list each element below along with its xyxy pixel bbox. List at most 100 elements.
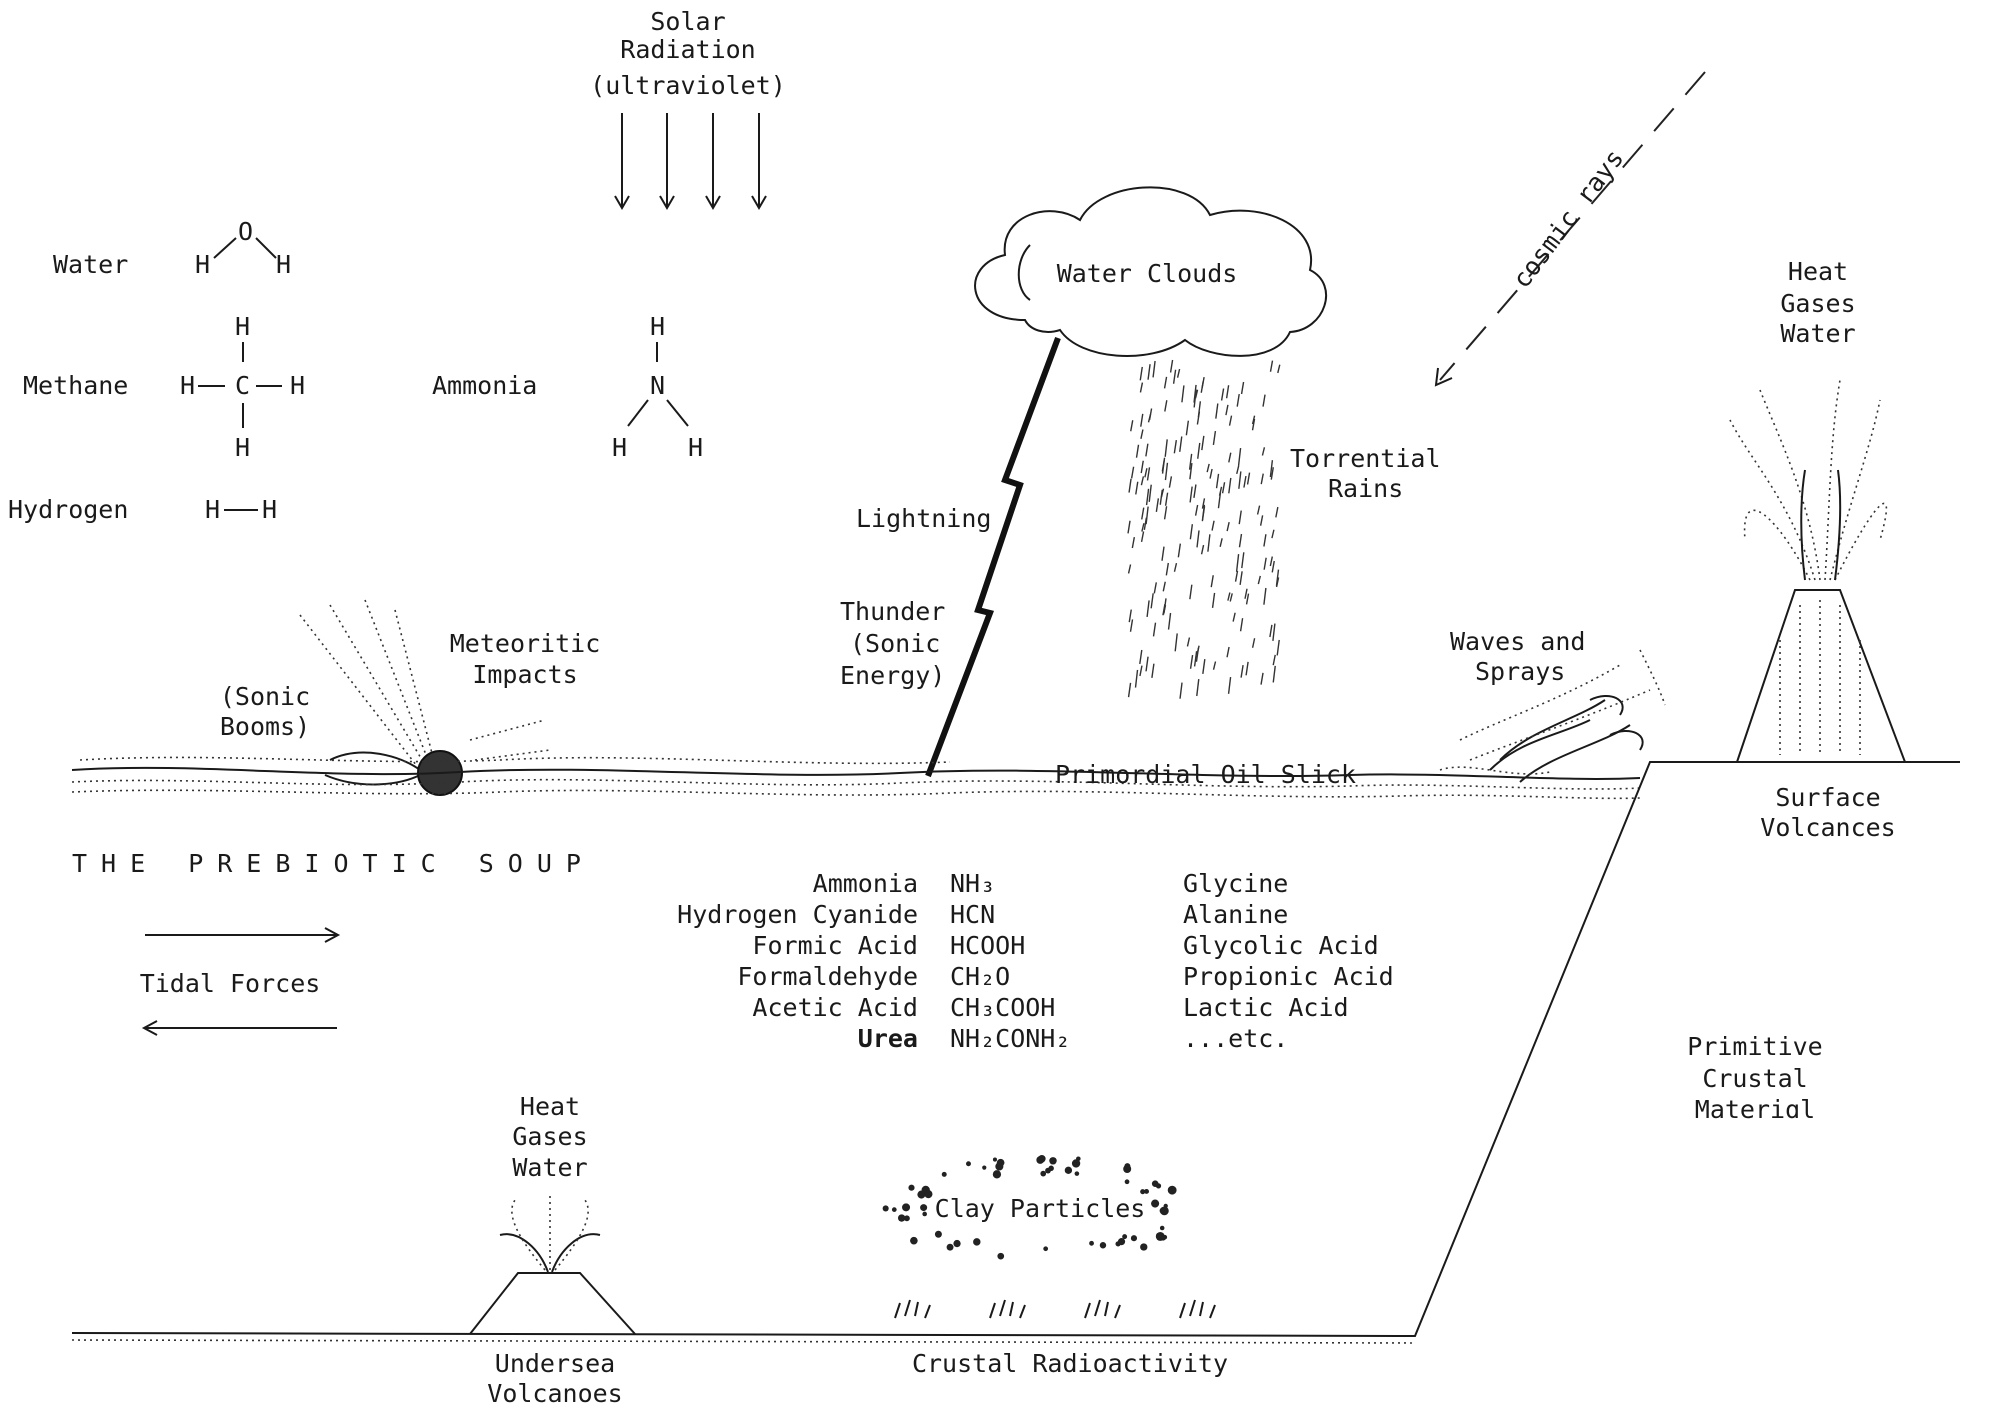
soup-title: THE PREBIOTIC SOUP xyxy=(72,849,595,878)
product-item: Alanine xyxy=(1183,900,1288,929)
undersea-plume-icon xyxy=(499,1195,601,1273)
crust-line-2: Crustal xyxy=(1702,1064,1807,1093)
rain-icon xyxy=(1127,359,1281,699)
rains-line-1: Torrential xyxy=(1290,444,1441,473)
compound-formula: NH₂CONH₂ xyxy=(950,1024,1070,1053)
undersea-emission-line-3: Water xyxy=(512,1153,587,1182)
tidal-arrows-icon xyxy=(141,927,341,1036)
compound-name: Ammonia xyxy=(813,869,918,898)
product-item: Glycine xyxy=(1183,869,1288,898)
ammonia-structure: H N H H xyxy=(612,312,703,462)
compound-names: Ammonia Hydrogen Cyanide Formic Acid For… xyxy=(677,869,918,1053)
meteor-area: Meteoritic Impacts (Sonic Booms) xyxy=(220,599,601,796)
water-label: Water xyxy=(53,250,128,279)
meteoritic-line-1: Meteoritic xyxy=(450,629,601,658)
hydrogen-structure: H H xyxy=(205,495,277,524)
crust-line-3: Materiɑl xyxy=(1695,1095,1815,1124)
clay-particles-icon xyxy=(882,1154,1177,1260)
solar-line-2: Radiation xyxy=(620,35,755,64)
methane-structure: H H C H H xyxy=(180,312,305,462)
clay-area: Clay Particles Crustal Radioactivity xyxy=(882,1154,1228,1378)
surface-volcanoes-line-2: Volcances xyxy=(1760,813,1895,842)
compound-name: Formic Acid xyxy=(752,931,918,960)
methane-label: Methane xyxy=(23,371,128,400)
surface-emission-line-3: Water xyxy=(1780,319,1855,348)
crustal-radioactivity-label: Crustal Radioactivity xyxy=(912,1349,1228,1378)
undersea-emission-line-2: Gases xyxy=(512,1122,587,1151)
solar-line-1: Solar xyxy=(650,7,725,36)
sonic-booms-line-1: (Sonic xyxy=(220,682,310,711)
surface-volcano: Heat Gases Water Surface Volcances xyxy=(1729,257,1907,842)
product-item: Glycolic Acid xyxy=(1183,931,1379,960)
thunder-line-1: Thunder xyxy=(840,597,945,626)
thunder-line-2: (Sonic xyxy=(850,629,940,658)
product-item: ...etc. xyxy=(1183,1024,1288,1053)
undersea-emission-line-1: Heat xyxy=(520,1092,580,1121)
svg-text:H: H xyxy=(276,250,291,279)
undersea-volcano: Heat Gases Water Undersea Volcanoes xyxy=(469,1092,636,1408)
svg-text:C: C xyxy=(235,371,250,400)
svg-text:H: H xyxy=(180,371,195,400)
compound-name: Urea xyxy=(858,1024,918,1053)
lightning-label: Lightning xyxy=(856,504,991,533)
svg-text:N: N xyxy=(650,371,665,400)
solar-radiation: Solar Radiation (ultraviolet) xyxy=(590,7,786,210)
surface-emission-line-2: Gases xyxy=(1780,289,1855,318)
sea-surface: Primordial Oil Slick xyxy=(71,756,1641,800)
molecules: Water H O H Methane H H C H H Ammonia H … xyxy=(8,217,703,524)
waves-area: Waves and Sprays xyxy=(1439,627,1666,783)
svg-text:H: H xyxy=(650,312,665,341)
product-item: Propionic Acid xyxy=(1183,962,1394,991)
surface-volcanoes-line-1: Surface xyxy=(1775,783,1880,812)
ammonia-label: Ammonia xyxy=(432,371,537,400)
compound-name: Formaldehyde xyxy=(737,962,918,991)
meteoritic-line-2: Impacts xyxy=(472,660,577,689)
waves-line-1: Waves and xyxy=(1450,627,1585,656)
volcano-hatch xyxy=(1779,600,1861,755)
svg-text:H: H xyxy=(195,250,210,279)
svg-text:H: H xyxy=(290,371,305,400)
volcano-plume-icon xyxy=(1729,379,1888,581)
cosmic-rays-label: cosmic rays xyxy=(1507,144,1630,294)
radioactivity-icon xyxy=(894,1299,1216,1319)
hydrogen-label: Hydrogen xyxy=(8,495,128,524)
compound-name: Acetic Acid xyxy=(752,993,918,1022)
compound-name: Hydrogen Cyanide xyxy=(677,900,918,929)
undersea-volcano-icon xyxy=(469,1272,636,1335)
crust-line-1: Primitive xyxy=(1687,1032,1822,1061)
undersea-volcanoes-line-2: Volcanoes xyxy=(487,1379,622,1408)
cosmic-rays: cosmic rays xyxy=(1434,71,1706,387)
thunder-line-3: Energy) xyxy=(840,661,945,690)
rains-line-2: Rains xyxy=(1328,474,1403,503)
sky-elements: Water Clouds Lightning Thunder (Sonic En… xyxy=(840,71,1706,778)
lightning-bolt-icon xyxy=(925,336,1061,778)
compound-formula: CH₃COOH xyxy=(950,993,1055,1022)
compound-formula: HCN xyxy=(950,900,995,929)
product-item: Lactic Acid xyxy=(1183,993,1349,1022)
svg-text:H: H xyxy=(262,495,277,524)
svg-text:H: H xyxy=(205,495,220,524)
solar-line-3: (ultraviolet) xyxy=(590,71,786,100)
water-clouds-label: Water Clouds xyxy=(1057,259,1238,288)
svg-text:H: H xyxy=(688,433,703,462)
crust-outline: Primitive Crustal Materiɑl xyxy=(71,761,1960,1344)
uv-arrows-icon xyxy=(614,113,767,210)
clay-particles-label: Clay Particles xyxy=(935,1194,1146,1223)
surface-emission-line-1: Heat xyxy=(1788,257,1848,286)
svg-text:O: O xyxy=(238,217,253,246)
compound-formula: NH₃ xyxy=(950,869,995,898)
svg-text:H: H xyxy=(612,433,627,462)
cloud-icon xyxy=(974,186,1328,357)
waves-line-2: Sprays xyxy=(1475,657,1565,686)
svg-text:H: H xyxy=(235,433,250,462)
compound-formula: CH₂O xyxy=(950,962,1010,991)
product-list: Glycine Alanine Glycolic Acid Propionic … xyxy=(1183,869,1394,1053)
water-structure: H O H xyxy=(195,217,291,279)
compound-formulas: NH₃ HCN HCOOH CH₂O CH₃COOH NH₂CONH₂ xyxy=(950,869,1070,1053)
tidal-forces-label: Tidal Forces xyxy=(140,969,321,998)
waves-spray-icon xyxy=(1439,649,1666,783)
compound-formula: HCOOH xyxy=(950,931,1025,960)
svg-text:H: H xyxy=(235,312,250,341)
sonic-booms-line-2: Booms) xyxy=(220,712,310,741)
